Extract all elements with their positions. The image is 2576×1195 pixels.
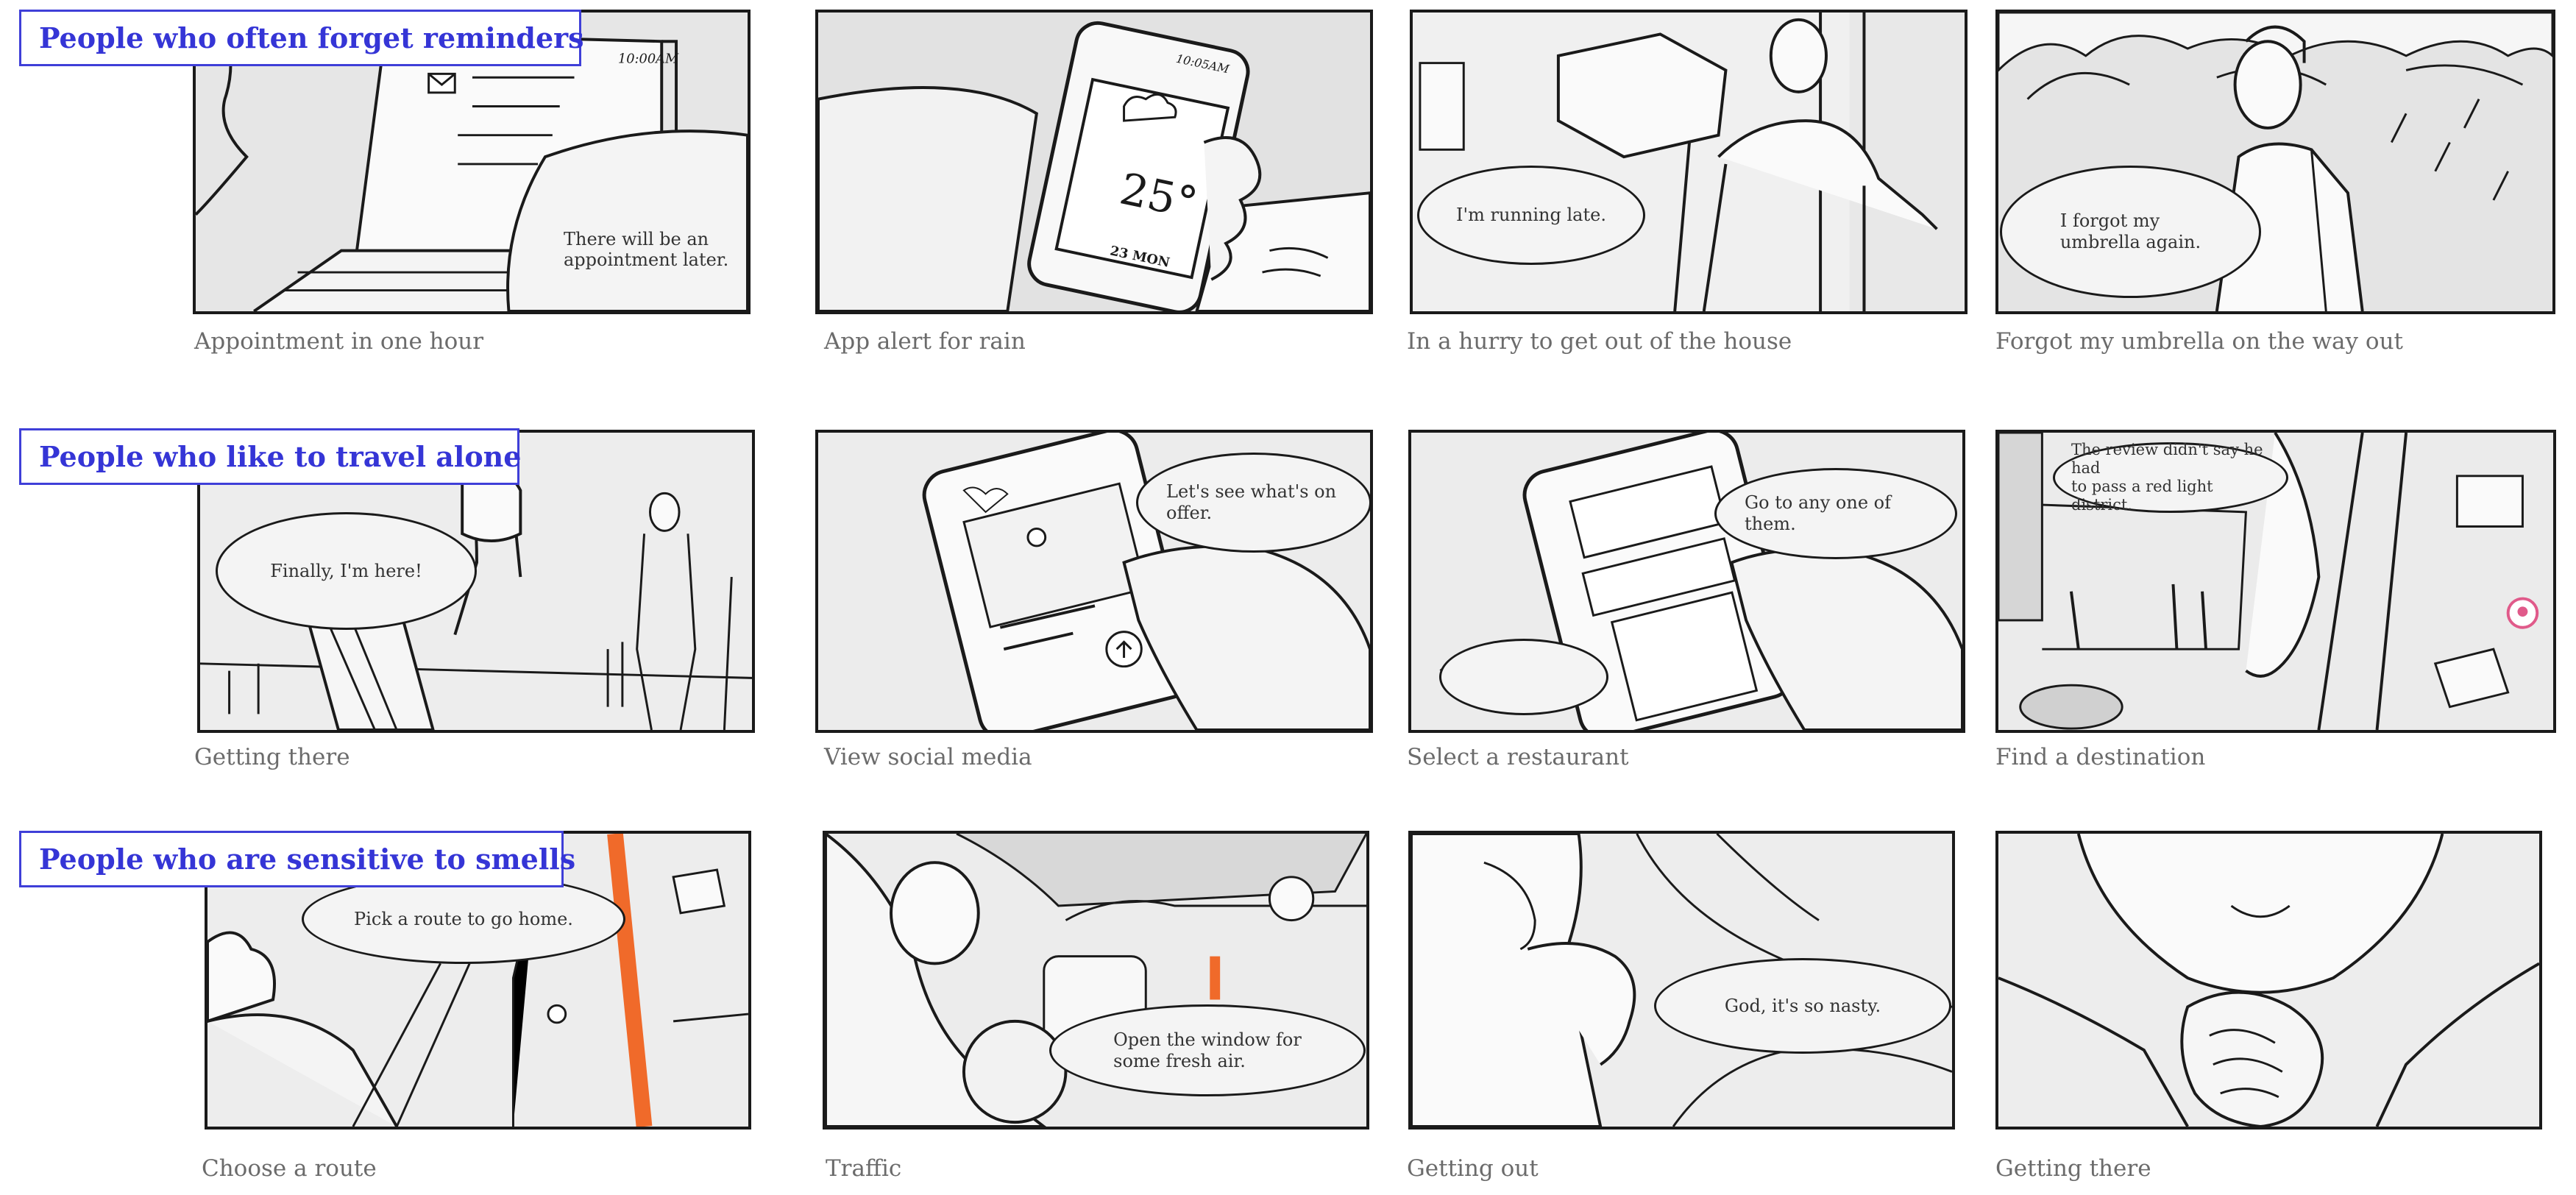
panel-caption: Traffic [826, 1155, 902, 1182]
man-closeup-sketch [1998, 834, 2539, 1127]
laptop-clock-text: 10:00AM [618, 52, 679, 67]
storyboard-panel-hurry [1410, 10, 1968, 314]
speech-bubble: Finally, I'm here! [216, 512, 477, 630]
panel-caption: Getting there [1995, 1155, 2151, 1182]
man-leaving-sketch [1413, 13, 1965, 311]
speech-bubble: The review didn't say he had to pass a r… [2053, 441, 2288, 514]
speech-bubble: Let's see what's on offer. [1136, 453, 1372, 553]
panel-caption: Find a destination [1995, 744, 2206, 770]
storyboard-panel-umbrella [1995, 10, 2555, 314]
speech-bubble: I forgot my umbrella again. [2000, 166, 2261, 298]
panel-caption: Select a restaurant [1407, 744, 1629, 770]
storyboard-panel-rain-alert: 25° 23 MON 10:05AM [815, 10, 1373, 314]
row-label-reminders: People who often forget reminders [19, 10, 584, 66]
row-label-travel-alone: People who like to travel alone [19, 428, 521, 485]
panel-caption: Getting out [1407, 1155, 1539, 1182]
speech-bubble: Open the window for some fresh air. [1049, 1004, 1366, 1096]
storyboard-panel-getting-there [1995, 831, 2542, 1130]
panel-caption: Choose a route [202, 1155, 377, 1182]
phone-weather-sketch: 25° 23 MON 10:05AM [818, 13, 1370, 311]
speech-bubble: Pick a route to go home. [302, 874, 625, 964]
panel-caption: Getting there [194, 744, 350, 770]
panel-caption: In a hurry to get out of the house [1407, 328, 1792, 355]
speech-bubble: Go to any one of them. [1714, 468, 1957, 559]
storyboard-panel-social-media [815, 430, 1373, 733]
speech-bubble: I'm running late. [1417, 166, 1645, 265]
bubble-text: There will be an appointment later. [564, 229, 729, 270]
panel-caption: Forgot my umbrella on the way out [1995, 328, 2403, 355]
food-dish-bubble [1439, 639, 1608, 715]
laptop-email-sketch: 10:00AM [196, 13, 748, 311]
phone-social-sketch [818, 433, 1370, 730]
speech-bubble: God, it's so nasty. [1654, 958, 1951, 1054]
panel-caption: Appointment in one hour [194, 328, 484, 355]
row-label-sensitive-smells: People who are sensitive to smells [19, 831, 575, 887]
panel-caption: App alert for rain [824, 328, 1026, 355]
panel-caption: View social media [824, 744, 1032, 770]
